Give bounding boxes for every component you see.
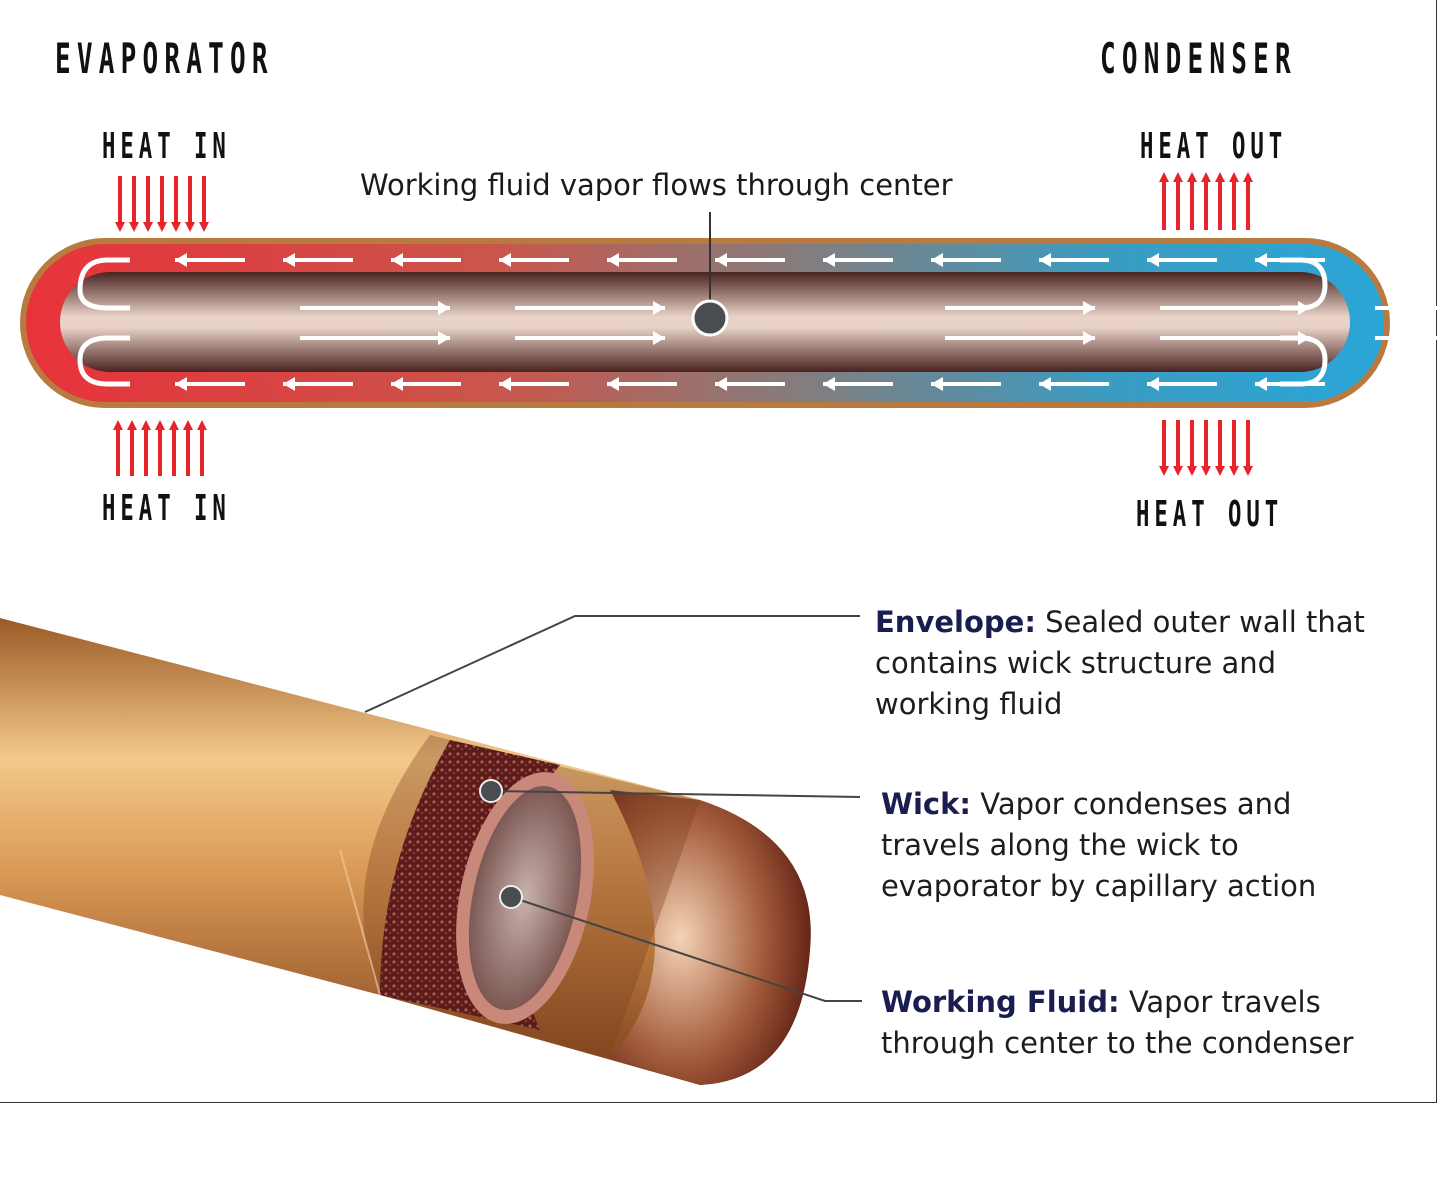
tube-end-cap [610, 790, 811, 1085]
arrow-right-icon [300, 301, 450, 315]
heat-in-top-label: HEAT IN [102, 126, 231, 167]
arrow-up-icon [1229, 172, 1239, 230]
arrow-down-icon [1159, 420, 1169, 476]
heat-in-bottom-label: HEAT IN [102, 488, 231, 529]
arrow-left-icon [391, 253, 461, 267]
condenser-title: CONDENSER [1100, 34, 1297, 83]
arrow-down-icon [1201, 420, 1211, 476]
arrow-left-icon [283, 253, 353, 267]
cutaway-tube [0, 615, 862, 1085]
left-lower-loop [77, 335, 130, 387]
arrow-right-icon [1375, 336, 1446, 340]
arrow-left-icon [823, 253, 893, 267]
legend-envelope: Envelope: Sealed outer wall that contain… [875, 602, 1365, 725]
arrow-left-icon [931, 377, 1001, 391]
heat-out-bottom-label: HEAT OUT [1136, 494, 1284, 535]
arrow-down-icon [115, 176, 125, 232]
arrow-up-icon [169, 420, 179, 476]
vapor-channel [468, 785, 582, 1011]
arrow-up-icon [155, 420, 165, 476]
arrow-up-icon [1215, 172, 1225, 230]
arrow-left-icon [607, 377, 677, 391]
heat-out-top-label: HEAT OUT [1140, 126, 1288, 167]
arrow-up-icon [1201, 172, 1211, 230]
arrow-up-icon [1187, 172, 1197, 230]
arrow-right-icon [945, 331, 1095, 345]
arrow-left-icon [715, 253, 785, 267]
diagram-frame [0, 0, 1437, 1103]
arrow-up-icon [127, 420, 137, 476]
arrow-down-icon [1243, 420, 1253, 476]
legend-envelope-line-1: Sealed outer wall that [1035, 605, 1365, 639]
arrow-left-icon [715, 377, 785, 391]
legend-working-fluid-term: Working Fluid: [881, 985, 1120, 1019]
arrow-down-icon [157, 176, 167, 232]
legend-working-fluid-line-1: Vapor travels [1119, 985, 1321, 1019]
legend-working-fluid-line-2: through center to the condenser [881, 1026, 1354, 1060]
legend-wick-line-1: Vapor condenses and [971, 787, 1292, 821]
working-fluid-leader [510, 896, 862, 1002]
arrow-down-icon [1229, 420, 1239, 476]
arrow-left-icon [823, 377, 893, 391]
arrow-down-icon [129, 176, 139, 232]
envelope-edge [339, 849, 381, 996]
arrow-right-icon [515, 301, 665, 315]
legend-wick-line-3: evaporator by capillary action [881, 869, 1317, 903]
arrow-right-icon [1160, 331, 1310, 345]
arrow-down-icon [171, 176, 181, 232]
arrow-right-icon [515, 331, 665, 345]
working-fluid-callout-dot [499, 885, 523, 909]
arrow-left-icon [1039, 253, 1109, 267]
arrow-down-icon [199, 176, 209, 232]
arrow-down-icon [1215, 420, 1225, 476]
arrow-right-icon [300, 331, 450, 345]
legend-wick-line-2: travels along the wick to [881, 828, 1239, 862]
arrow-down-icon [1187, 420, 1197, 476]
arrow-down-icon [1173, 420, 1183, 476]
arrow-left-icon [607, 253, 677, 267]
arrow-left-icon [283, 377, 353, 391]
arrow-left-icon [1039, 377, 1109, 391]
left-upper-loop [77, 257, 130, 311]
wick-callout-dot [479, 779, 503, 803]
evaporator-title: EVAPORATOR [55, 34, 274, 83]
arrow-up-icon [197, 420, 207, 476]
center-callout-text: Working fluid vapor flows through center [360, 168, 953, 202]
arrow-up-icon [183, 420, 193, 476]
arrow-right-icon [945, 301, 1095, 315]
arrow-left-icon [391, 377, 461, 391]
flow-arrows [175, 253, 1446, 391]
legend-wick: Wick: Vapor condenses and travels along … [881, 784, 1316, 907]
arrow-left-icon [175, 377, 245, 391]
heat-arrows [113, 172, 1253, 476]
legend-working-fluid: Working Fluid: Vapor travels through cen… [881, 982, 1353, 1064]
envelope-leader [364, 615, 860, 713]
arrow-down-icon [143, 176, 153, 232]
arrow-left-icon [499, 253, 569, 267]
wick-leader [490, 790, 861, 798]
center-callout-dot [691, 299, 729, 337]
arrow-left-icon [1147, 377, 1217, 391]
legend-wick-term: Wick: [881, 787, 972, 821]
legend-envelope-term: Envelope: [875, 605, 1036, 639]
legend-envelope-line-2: contains wick structure and [875, 646, 1277, 680]
arrow-left-icon [1255, 253, 1325, 267]
arrow-right-icon [1375, 306, 1446, 310]
arrow-up-icon [1159, 172, 1169, 230]
arrow-left-icon [499, 377, 569, 391]
arrow-up-icon [113, 420, 123, 476]
arrow-up-icon [141, 420, 151, 476]
arrow-left-icon [175, 253, 245, 267]
arrow-up-icon [1243, 172, 1253, 230]
arrow-left-icon [1255, 377, 1325, 391]
arrow-up-icon [1173, 172, 1183, 230]
heat-pipe-schematic [20, 212, 1446, 408]
arrow-left-icon [931, 253, 1001, 267]
arrow-left-icon [1147, 253, 1217, 267]
arrow-down-icon [185, 176, 195, 232]
arrow-right-icon [1160, 301, 1310, 315]
legend-envelope-line-3: working fluid [875, 687, 1063, 721]
